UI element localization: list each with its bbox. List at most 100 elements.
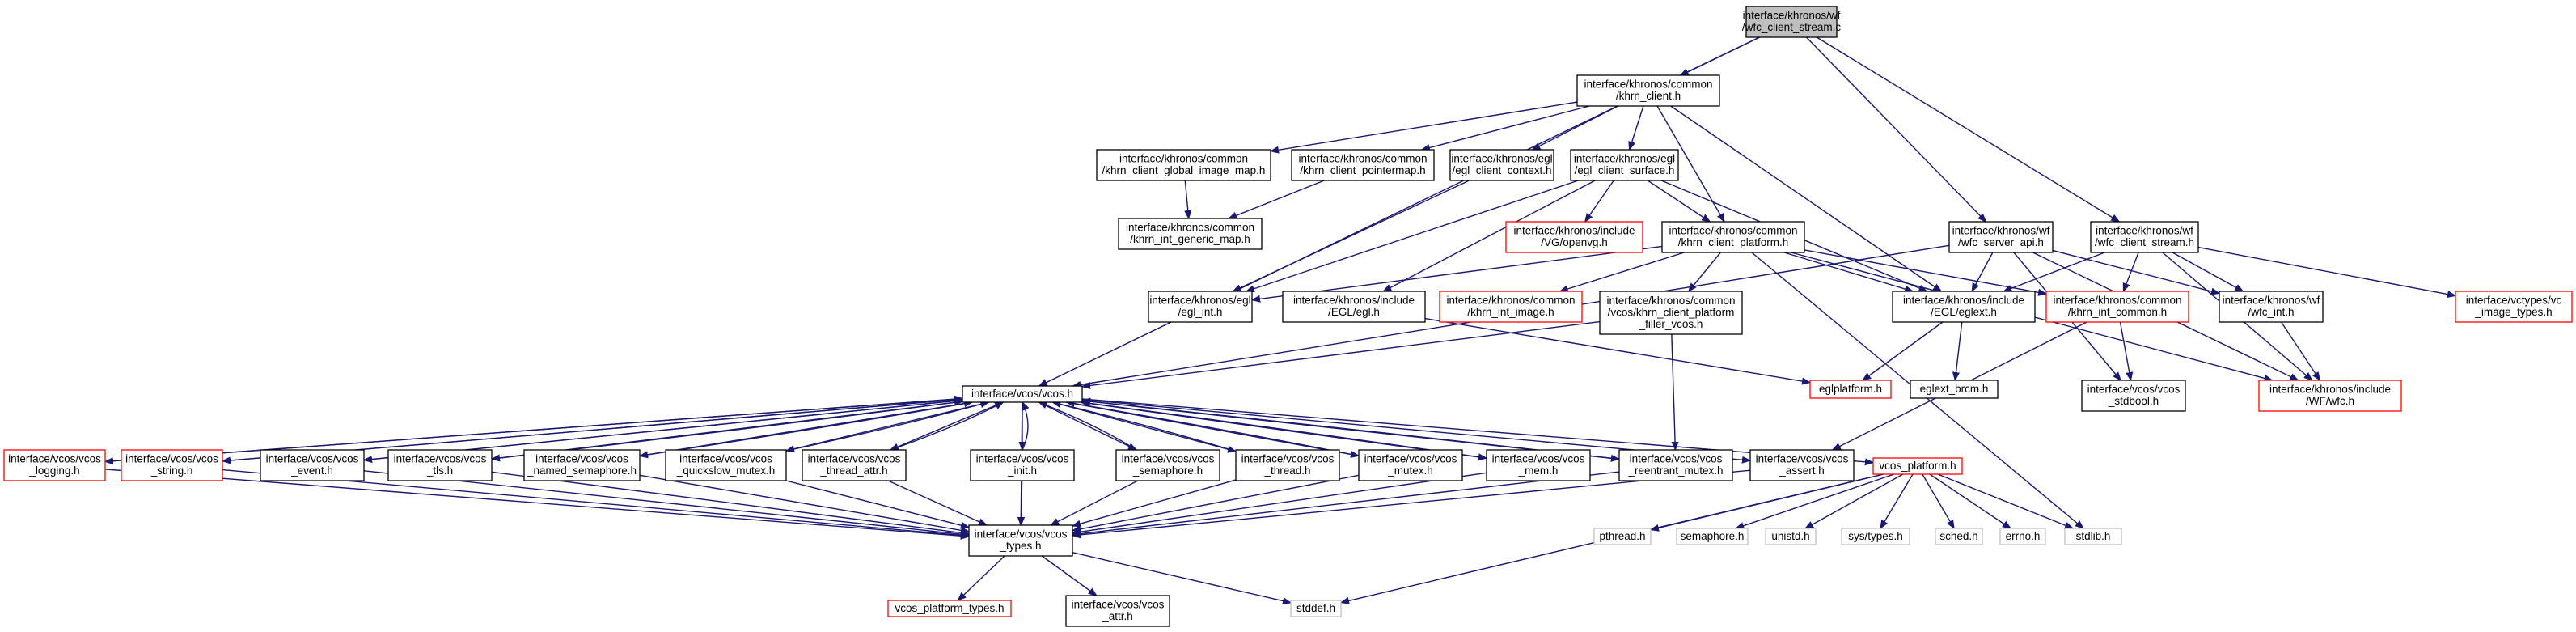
node-eglplatform[interactable]: eglplatform.h: [1809, 380, 1892, 399]
node-global-image-map[interactable]: interface/khronos/common/khrn_client_glo…: [1096, 149, 1271, 181]
node-openvg[interactable]: interface/khronos/include/VG/openvg.h: [1505, 221, 1643, 253]
node-label-line: _logging.h: [28, 464, 79, 477]
node-egl-h[interactable]: interface/khronos/include/EGL/egl.h: [1282, 291, 1426, 323]
node-box: [887, 600, 1012, 617]
node-label-line: _reentrant_mutex.h: [1627, 464, 1723, 477]
node-egl-client-surface[interactable]: interface/khronos/egl/egl_client_surface…: [1570, 149, 1679, 181]
node-box: [1291, 149, 1435, 181]
node-label-line: sched.h: [1939, 530, 1977, 542]
node-label-line: interface/vcos/vcos: [394, 453, 487, 465]
node-stddef: stddef.h: [1290, 600, 1342, 617]
node-label-line: semaphore.h: [1681, 530, 1745, 542]
node-vcos-thread-attr[interactable]: interface/vcos/vcos_thread_attr.h: [802, 449, 907, 481]
node-pointermap[interactable]: interface/khronos/common/khrn_client_poi…: [1291, 149, 1435, 181]
node-box: [1935, 528, 1983, 545]
edge-int_common-to-vcos_stdbool: [2119, 321, 2130, 380]
node-box: [1999, 528, 2046, 545]
node-vcos-h[interactable]: interface/vcos/vcos.h: [962, 385, 1083, 403]
node-box: [1282, 291, 1426, 323]
node-vcos-mutex[interactable]: interface/vcos/vcos_mutex.h: [1358, 449, 1463, 481]
node-label-line: _stdbool.h: [2108, 395, 2159, 407]
node-egl-client-context[interactable]: interface/khronos/egl/egl_client_context…: [1449, 149, 1554, 181]
node-generic-map[interactable]: interface/khronos/common/khrn_int_generi…: [1118, 218, 1263, 250]
node-vcos-platform[interactable]: vcos_platform.h: [1872, 457, 1963, 475]
edge-vcos_platform-to-errno: [1929, 473, 2011, 528]
node-vcos-event[interactable]: interface/vcos/vcos_event.h: [260, 449, 365, 481]
node-box: [1096, 149, 1271, 181]
node-label-line: interface/khronos/wf: [2096, 225, 2193, 237]
node-label-line: /EGL/eglext.h: [1931, 306, 1997, 318]
node-vcos-reentrant[interactable]: interface/vcos/vcos_reentrant_mutex.h: [1618, 449, 1733, 481]
node-platform-types[interactable]: vcos_platform_types.h: [887, 600, 1012, 617]
node-client-platform[interactable]: interface/khronos/common/khrn_client_pla…: [1661, 221, 1805, 253]
node-vctypes[interactable]: interface/vctypes/vc_image_types.h: [2455, 291, 2573, 323]
edge-vcos_thread-to-vcos_types: [1072, 479, 1237, 526]
node-box: [962, 385, 1083, 403]
node-label-line: interface/khronos/wf: [2223, 295, 2320, 307]
node-vcos-types[interactable]: interface/vcos/vcos_types.h: [968, 524, 1073, 557]
node-vcos-quickslow[interactable]: interface/vcos/vcos_quickslow_mutex.h: [665, 449, 787, 481]
node-egl-int[interactable]: interface/khronos/egl/egl_int.h: [1148, 291, 1253, 323]
edge-root-to-wf_server_api: [1805, 36, 1986, 222]
edge-egl_client_surface-to-egl_h: [1383, 180, 1596, 291]
node-vcos-attr[interactable]: interface/vcos/vcos_attr.h: [1065, 595, 1170, 627]
edge-egl_h-to-eglplatform: [1424, 317, 1810, 383]
node-label-line: _assert.h: [1779, 464, 1825, 477]
node-label-line: interface/vcos/vcos: [679, 453, 772, 465]
node-wf-server-api[interactable]: interface/khronos/wf/wfc_server_api.h: [1948, 221, 2054, 253]
node-label-line: /khrn_int_common.h: [2068, 306, 2167, 318]
node-label-line: interface/vcos/vcos: [1072, 599, 1165, 611]
node-label-line: interface/vcos/vcos: [8, 453, 101, 465]
node-platform-filler[interactable]: interface/khronos/common/vcos/khrn_clien…: [1599, 291, 1743, 335]
node-label-line: interface/khronos/include: [1293, 295, 1415, 307]
node-systypes: sys/types.h: [1841, 528, 1910, 545]
node-label-line: interface/khronos/egl: [1574, 153, 1675, 165]
node-label-line: interface/vcos/vcos: [808, 453, 901, 465]
node-int-image[interactable]: interface/khronos/common/khrn_int_image.…: [1439, 291, 1583, 323]
node-vcos-assert[interactable]: interface/vcos/vcos_assert.h: [1749, 449, 1855, 481]
node-vcos-named-sem[interactable]: interface/vcos/vcos_named_semaphore.h: [523, 449, 641, 481]
node-vcos-mem[interactable]: interface/vcos/vcos_mem.h: [1486, 449, 1591, 481]
node-label-line: interface/vcos/vcos: [1122, 453, 1215, 465]
node-label-line: /khrn_client_global_image_map.h: [1102, 164, 1266, 176]
node-eglext-brcm[interactable]: eglext_brcm.h: [1910, 380, 1999, 399]
edge-vcos_semaphore-to-vcos_types: [1051, 480, 1139, 526]
node-box: [1065, 595, 1170, 627]
node-vcos-stdbool[interactable]: interface/vcos/vcos_stdbool.h: [2081, 380, 2186, 412]
node-vcos-semaphore[interactable]: interface/vcos/vcos_semaphore.h: [1115, 449, 1220, 481]
node-label-line: vcos_platform_types.h: [895, 602, 1004, 614]
node-eglext[interactable]: interface/khronos/include/EGL/eglext.h: [1892, 291, 2036, 323]
node-vcos-logging[interactable]: interface/vcos/vcos_logging.h: [3, 449, 106, 481]
node-box: [2090, 221, 2199, 253]
node-vcos-tls[interactable]: interface/vcos/vcos_tls.h: [387, 449, 493, 481]
node-root[interactable]: interface/khronos/wf/wfc_client_stream.c: [1742, 6, 1842, 38]
node-vcos-init[interactable]: interface/vcos/vcos_init.h: [970, 449, 1075, 481]
edge-platform_filler-to-vcos_h: [1082, 320, 1601, 387]
node-box: [1570, 149, 1679, 181]
node-label-line: _event.h: [290, 464, 333, 477]
node-vcos-string[interactable]: interface/vcos/vcos_string.h: [121, 449, 223, 481]
node-wfc-int[interactable]: interface/khronos/wf/wfc_int.h: [2219, 291, 2324, 323]
node-box: [1809, 380, 1892, 399]
node-label-line: stdlib.h: [2076, 530, 2111, 542]
node-box: [1576, 74, 1720, 107]
edge-wf_client_stream_h-to-eglext: [2003, 252, 2105, 292]
node-vcos-thread[interactable]: interface/vcos/vcos_thread.h: [1235, 449, 1340, 481]
node-khm-client-h[interactable]: interface/khronos/common/khrn_client.h: [1576, 74, 1720, 107]
node-box: [1676, 528, 1749, 545]
node-box: [2258, 380, 2402, 412]
node-sched: sched.h: [1935, 528, 1983, 545]
node-label-line: /khrn_client_pointermap.h: [1300, 164, 1425, 176]
edge-vcos_platform-to-systypes: [1880, 473, 1914, 528]
node-box: [1872, 457, 1963, 475]
node-box: [1765, 528, 1817, 545]
node-label-line: /khrn_client.h: [1616, 90, 1681, 102]
node-box: [1505, 221, 1643, 253]
node-label-line: interface/vcos/vcos: [2087, 384, 2181, 396]
node-box: [3, 449, 106, 481]
node-wf-client-stream-h[interactable]: interface/khronos/wf/wfc_client_stream.h: [2090, 221, 2199, 253]
node-int-common[interactable]: interface/khronos/common/khrn_int_common…: [2045, 291, 2189, 323]
edge-client_platform-to-int_image: [1560, 252, 1685, 291]
edge-wf_server_api-to-wfc_int: [2052, 249, 2219, 293]
node-wfc-h[interactable]: interface/khronos/include/WF/wfc.h: [2258, 380, 2402, 412]
